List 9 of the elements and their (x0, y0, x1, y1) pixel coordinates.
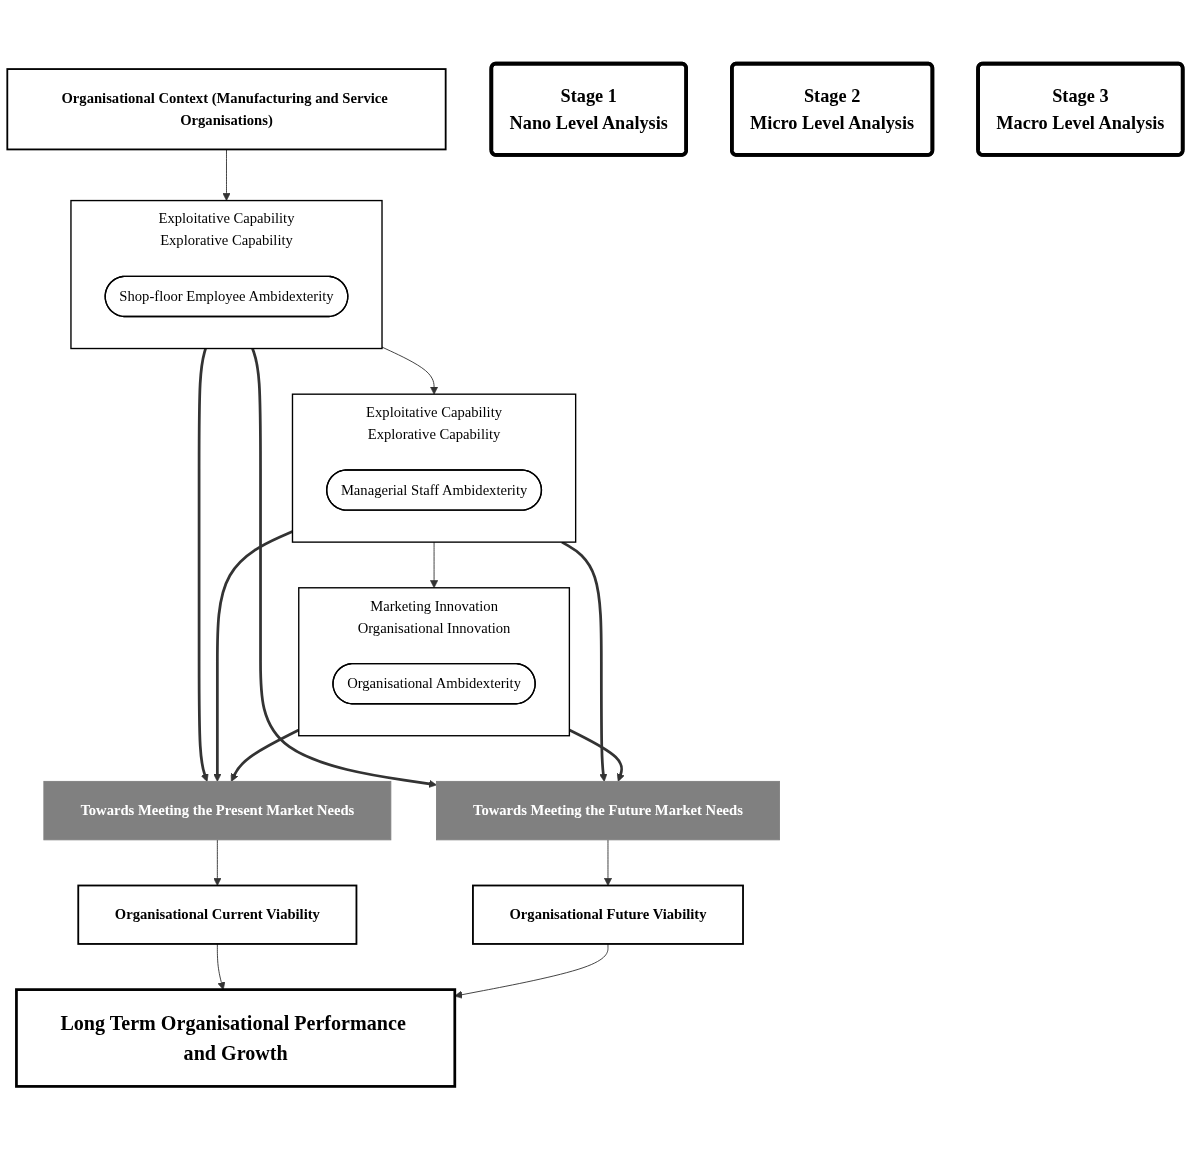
node-box: Long Term Organisational Performance and Growth (15, 988, 457, 1088)
node-box: Towards Meeting the Present Market Needs (43, 780, 392, 841)
arrow (197, 348, 209, 782)
arrow (230, 728, 300, 782)
node-box: Towards Meeting the Future Market Needs (436, 780, 780, 841)
node-box: Organisational Current Viability (77, 884, 358, 945)
node-box: Organisational Future Viability (472, 884, 744, 945)
arrow (568, 728, 625, 782)
node-box: Organisational Context (Manufacturing and Service Organisations) (6, 68, 447, 151)
